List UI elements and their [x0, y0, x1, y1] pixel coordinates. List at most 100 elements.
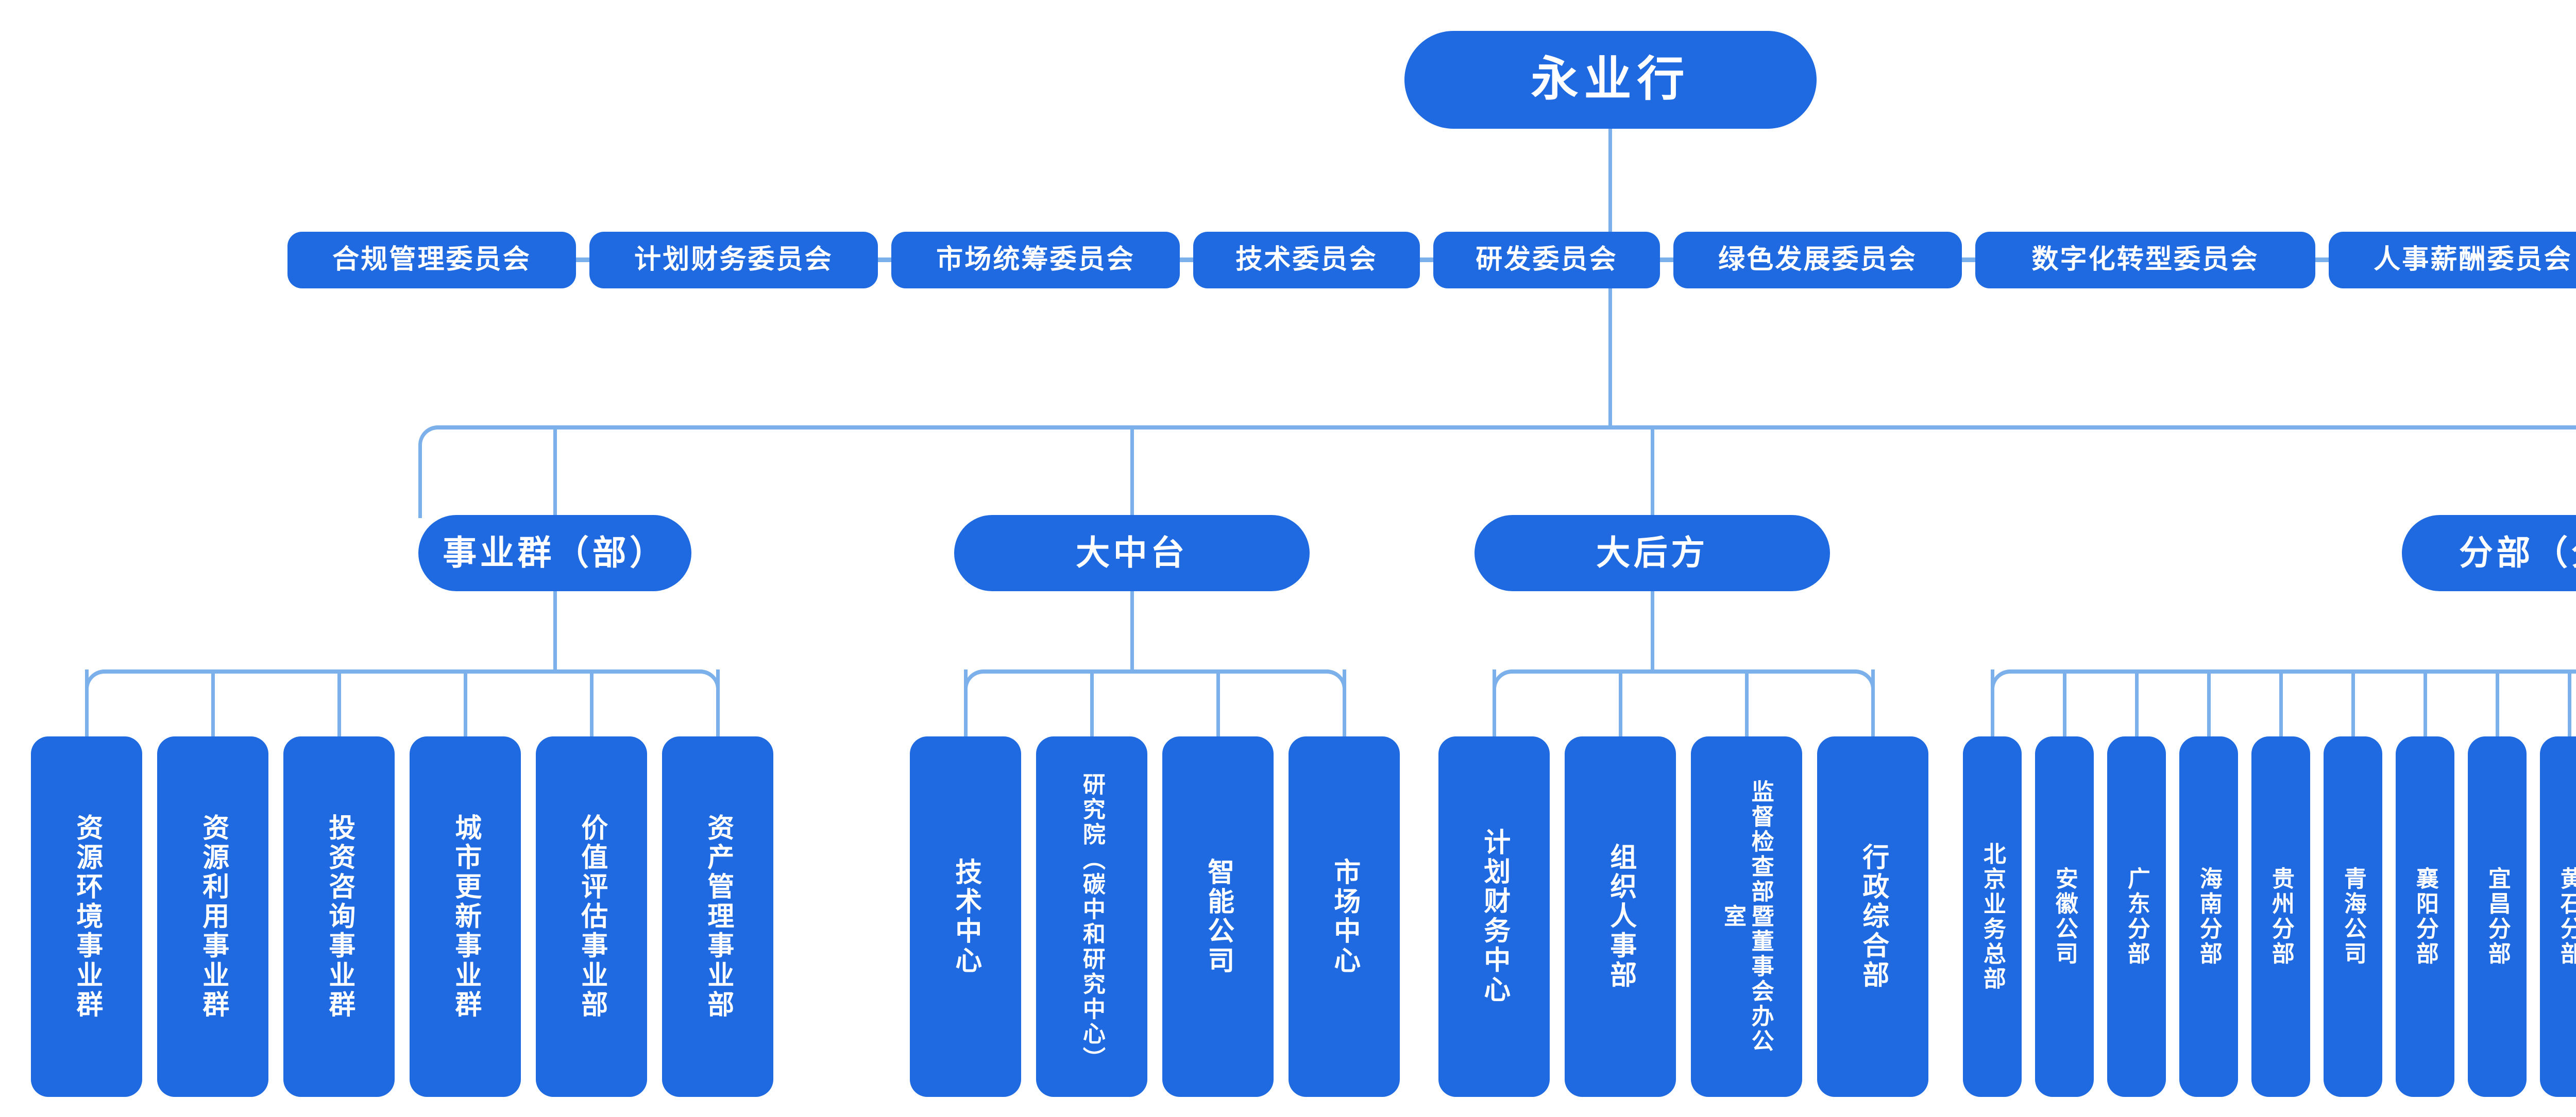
leaf-bus-bracket-3 [1493, 669, 1875, 736]
leaf-node-2-2[interactable]: 研究院（碳中和研究中心） [1036, 736, 1147, 1097]
connector-leaf-4-6 [2351, 669, 2355, 747]
committee-node-5[interactable]: 研发委员会 [1433, 232, 1660, 288]
committee-node-8[interactable]: 人事薪酬委员会 [2329, 232, 2576, 288]
leaf-node-4-4[interactable]: 海南分部 [2179, 736, 2238, 1097]
committee-link-5 [1660, 257, 1673, 262]
committee-node-label: 研发委员会 [1476, 245, 1618, 275]
leaf-node-1-1[interactable]: 资源环境事业群 [31, 736, 142, 1097]
leaf-node-4-7[interactable]: 襄阳分部 [2396, 736, 2454, 1097]
leaf-node-4-5[interactable]: 贵州分部 [2251, 736, 2310, 1097]
root-node-yongyehang[interactable]: 永业行 [1404, 31, 1817, 129]
leaf-node-1-6[interactable]: 资产管理事业部 [662, 736, 773, 1097]
leaf-node-label: 研究院（碳中和研究中心） [1079, 772, 1105, 1072]
committee-node-4[interactable]: 技术委员会 [1193, 232, 1420, 288]
leaf-node-4-3[interactable]: 广东分部 [2107, 736, 2166, 1097]
division-bus-bracket [418, 425, 2576, 518]
leaf-node-label: 安徽公司 [2052, 867, 2077, 967]
committee-node-3[interactable]: 市场统筹委员会 [891, 232, 1180, 288]
leaf-node-label: 智能公司 [1203, 857, 1233, 976]
root-node-label: 永业行 [1531, 53, 1690, 106]
leaf-node-2-3[interactable]: 智能公司 [1162, 736, 1274, 1097]
division-header-3[interactable]: 大后方 [1475, 515, 1830, 591]
leaf-node-2-4[interactable]: 市场中心 [1289, 736, 1400, 1097]
division-header-4[interactable]: 分部（分公司） [2402, 515, 2576, 591]
leaf-node-label: 贵州分部 [2268, 867, 2294, 967]
connector-bus-to-division-2 [1130, 425, 1134, 515]
connector-leaf-1-2 [211, 669, 215, 747]
leaf-node-1-5[interactable]: 价值评估事业部 [536, 736, 647, 1097]
division-header-2[interactable]: 大中台 [954, 515, 1310, 591]
connector-leaf-3-2 [1619, 669, 1622, 747]
leaf-node-4-6[interactable]: 青海公司 [2324, 736, 2382, 1097]
leaf-node-4-9[interactable]: 黄石分部 [2540, 736, 2576, 1097]
leaf-node-label: 资源利用事业群 [198, 813, 228, 1020]
leaf-node-2-1[interactable]: 技术中心 [910, 736, 1021, 1097]
leaf-node-4-1[interactable]: 北京业务总部 [1963, 736, 2022, 1097]
leaf-node-label: 组织人事部 [1605, 843, 1636, 990]
leaf-node-label: 价值评估事业部 [577, 813, 607, 1020]
committee-node-label: 技术委员会 [1235, 245, 1378, 275]
leaf-node-label: 襄阳分部 [2412, 867, 2438, 967]
connector-leaf-1-4 [464, 669, 467, 747]
connector-leaf-1-1 [85, 669, 89, 747]
connector-bus-to-division-3 [1651, 425, 1654, 515]
leaf-node-label: 资产管理事业部 [703, 813, 733, 1020]
connector-leaf-4-1 [1991, 669, 1994, 747]
leaf-node-1-3[interactable]: 投资咨询事业群 [283, 736, 395, 1097]
leaf-node-4-8[interactable]: 宜昌分部 [2468, 736, 2527, 1097]
committee-link-6 [1962, 257, 1975, 262]
leaf-node-1-2[interactable]: 资源利用事业群 [157, 736, 268, 1097]
division-header-1[interactable]: 事业群（部） [418, 515, 691, 591]
leaf-node-3-4[interactable]: 行政综合部 [1817, 736, 1928, 1097]
leaf-bus-bracket-2 [964, 669, 1346, 736]
leaf-node-3-3[interactable]: 监督检查部暨董事会办公室 [1691, 736, 1802, 1097]
connector-leaf-1-5 [590, 669, 594, 747]
connector-root-to-committees [1608, 129, 1612, 232]
connector-leaf-4-8 [2496, 669, 2499, 747]
committee-node-1[interactable]: 合规管理委员会 [287, 232, 576, 288]
leaf-node-4-2[interactable]: 安徽公司 [2035, 736, 2094, 1097]
leaf-node-label: 青海公司 [2340, 867, 2366, 967]
leaf-node-label: 城市更新事业群 [450, 813, 481, 1020]
committee-link-7 [2315, 257, 2329, 262]
connector-leaf-2-3 [1216, 669, 1220, 747]
connector-leaf-4-3 [2135, 669, 2139, 747]
leaf-node-3-1[interactable]: 计划财务中心 [1438, 736, 1550, 1097]
committee-node-label: 计划财务委员会 [634, 245, 833, 275]
committee-link-4 [1420, 257, 1433, 262]
committee-link-2 [878, 257, 891, 262]
connector-leaf-2-4 [1343, 669, 1346, 747]
leaf-node-1-4[interactable]: 城市更新事业群 [410, 736, 521, 1097]
connector-bus-to-division-1 [553, 425, 557, 515]
committee-node-label: 绿色发展委员会 [1718, 245, 1917, 275]
leaf-node-3-2[interactable]: 组织人事部 [1565, 736, 1676, 1097]
division-header-label: 分部（分公司） [2459, 534, 2576, 572]
connector-leaf-3-3 [1745, 669, 1749, 747]
leaf-node-label: 广东分部 [2124, 867, 2149, 967]
division-header-label: 大中台 [1076, 534, 1188, 572]
committee-node-label: 市场统筹委员会 [936, 245, 1135, 275]
committee-node-label: 合规管理委员会 [332, 245, 531, 275]
connector-leaf-4-5 [2279, 669, 2283, 747]
leaf-node-label: 海南分部 [2196, 867, 2222, 967]
committee-node-7[interactable]: 数字化转型委员会 [1975, 232, 2315, 288]
leaf-node-label: 宜昌分部 [2484, 867, 2510, 967]
committee-link-3 [1180, 257, 1193, 262]
division-header-label: 大后方 [1596, 534, 1708, 572]
leaf-node-label: 行政综合部 [1858, 843, 1888, 990]
committee-node-2[interactable]: 计划财务委员会 [589, 232, 878, 288]
leaf-node-label: 市场中心 [1329, 857, 1360, 976]
committee-node-label: 数字化转型委员会 [2031, 245, 2259, 275]
leaf-node-label: 监督检查部暨董事会办公室 [1720, 779, 1773, 1054]
leaf-node-label: 黄石分部 [2556, 867, 2576, 967]
leaf-bus-bracket-4 [1991, 669, 2576, 736]
leaf-node-label: 技术中心 [951, 857, 981, 976]
committee-node-6[interactable]: 绿色发展委员会 [1673, 232, 1962, 288]
connector-leaf-1-3 [337, 669, 341, 747]
committee-node-label: 人事薪酬委员会 [2374, 245, 2572, 275]
connector-leaf-4-9 [2568, 669, 2571, 747]
connector-committees-to-divisions [1608, 288, 1612, 427]
leaf-bus-bracket-1 [85, 669, 720, 736]
connector-leaf-4-2 [2063, 669, 2066, 747]
